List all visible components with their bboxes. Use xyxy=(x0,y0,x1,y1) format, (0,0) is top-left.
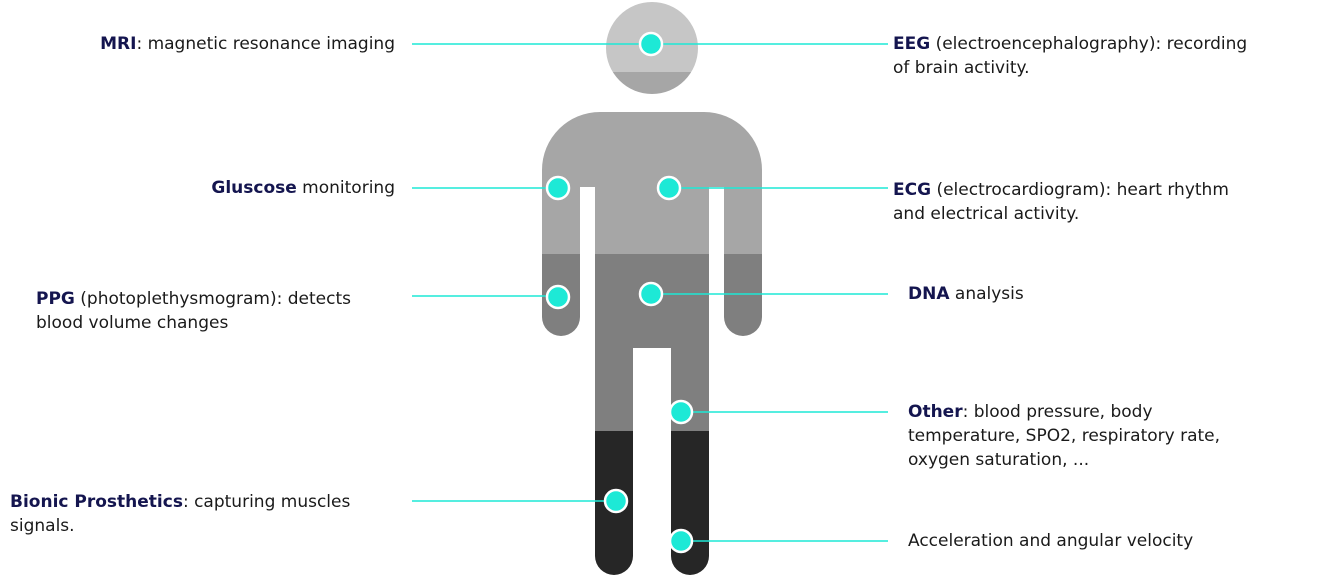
label-ecg: ECG (electrocardiogram): heart rhythm an… xyxy=(893,178,1229,226)
label-other: Other: blood pressure, body temperature,… xyxy=(908,400,1220,472)
label-other-desc-2: temperature, SPO2, respiratory rate, xyxy=(908,426,1221,446)
label-ecg-title: ECG xyxy=(893,180,932,200)
label-ecg-desc: (electrocardiogram): heart rhythm xyxy=(931,180,1229,200)
upper-body-region xyxy=(542,112,762,254)
marker-glucose xyxy=(545,175,571,201)
label-bionic: Bionic Prosthetics: capturing muscles si… xyxy=(10,490,350,538)
label-glucose-title: Gluscose xyxy=(211,178,297,198)
label-accel-desc: Acceleration and angular velocity xyxy=(908,531,1194,551)
label-eeg-desc: (electroencephalography): recording xyxy=(930,34,1248,54)
label-glucose: Gluscose monitoring xyxy=(211,176,395,200)
label-dna-desc: analysis xyxy=(949,284,1024,304)
marker-ecg xyxy=(656,175,682,201)
label-dna-title: DNA xyxy=(908,284,950,304)
marker-accel xyxy=(668,528,694,554)
label-accel: Acceleration and angular velocity xyxy=(908,529,1193,553)
connector-lines xyxy=(412,43,888,542)
mid-body-region xyxy=(542,254,762,431)
label-dna: DNA analysis xyxy=(908,282,1024,306)
label-ppg-desc: (photoplethysmogram): detects xyxy=(74,289,352,309)
lower-legs-region xyxy=(542,431,762,575)
marker-bionic xyxy=(603,488,629,514)
label-mri: MRI: magnetic resonance imaging xyxy=(100,32,395,56)
label-eeg: EEG (electroencephalography): recording … xyxy=(893,32,1247,80)
label-glucose-desc: monitoring xyxy=(296,178,395,198)
label-other-desc: : blood pressure, body xyxy=(962,402,1153,422)
marker-dna xyxy=(638,281,664,307)
label-eeg-desc-2: of brain activity. xyxy=(893,58,1030,78)
label-mri-title: MRI xyxy=(100,34,137,54)
sensor-markers xyxy=(545,31,694,554)
label-mri-desc: : magnetic resonance imaging xyxy=(136,34,395,54)
label-bionic-desc-2: signals. xyxy=(10,516,75,536)
label-eeg-title: EEG xyxy=(893,34,931,54)
label-other-desc-3: oxygen saturation, ... xyxy=(908,450,1090,470)
label-bionic-title: Bionic Prosthetics xyxy=(10,492,183,512)
label-ppg: PPG (photoplethysmogram): detects blood … xyxy=(36,287,351,335)
label-other-title: Other xyxy=(908,402,963,422)
label-ecg-desc-2: and electrical activity. xyxy=(893,204,1080,224)
head-lower-region xyxy=(542,72,762,112)
label-ppg-desc-2: blood volume changes xyxy=(36,313,229,333)
marker-ppg xyxy=(545,284,571,310)
label-bionic-desc: : capturing muscles xyxy=(182,492,351,512)
label-ppg-title: PPG xyxy=(36,289,75,309)
marker-other xyxy=(668,399,694,425)
marker-mri-eeg xyxy=(638,31,664,57)
